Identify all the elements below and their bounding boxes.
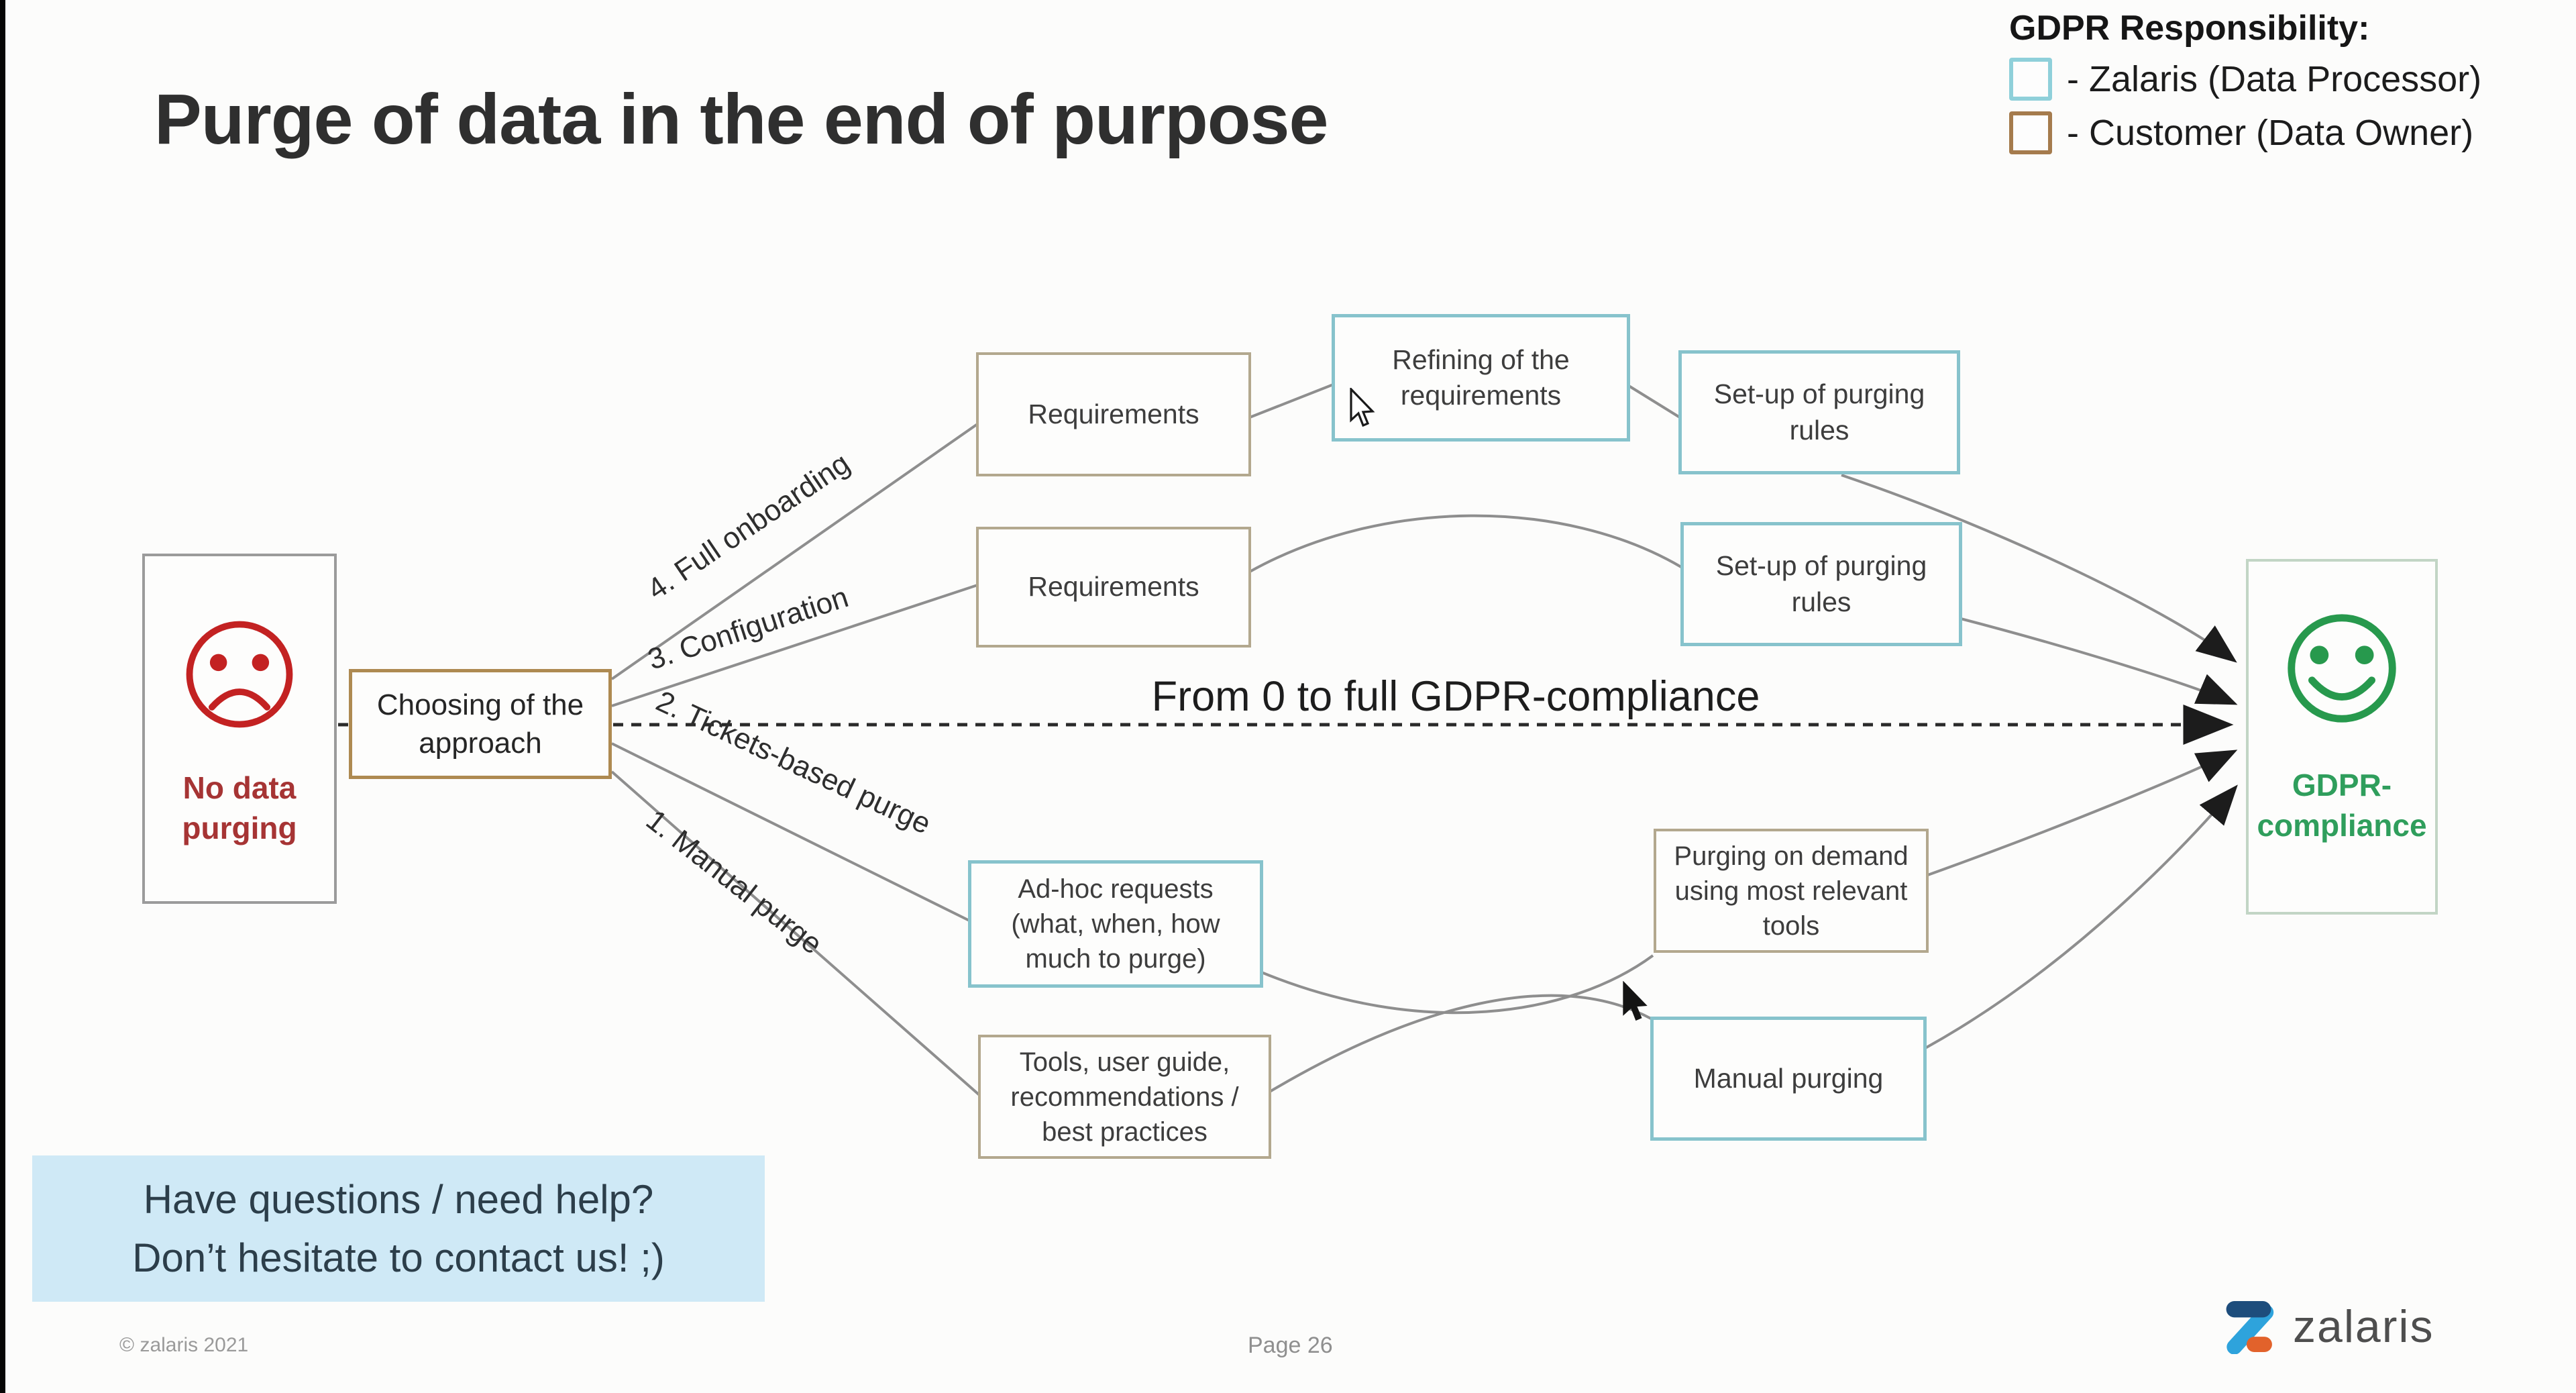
node-label: Manual purging (1693, 1062, 1884, 1094)
link-setup2-goal (1902, 603, 2238, 705)
zalaris-logo-icon (2226, 1301, 2274, 1354)
legend-item-customer: - Customer (Data Owner) (2009, 111, 2481, 154)
flow-line-configuration (611, 584, 978, 707)
screen-edge (0, 0, 5, 1393)
legend-title: GDPR Responsibility: (2009, 9, 2370, 48)
node-no-data-purging: No data purging (142, 554, 337, 904)
legend: GDPR Responsibility: - Zalaris (Data Pro… (2009, 8, 2481, 165)
node-requirements-1: Requirements (976, 352, 1251, 476)
node-tools-user-guide: Tools, user guide, recommendations / bes… (978, 1035, 1271, 1159)
mouse-cursor-outline (1350, 388, 1375, 427)
page-number: Page 26 (1248, 1333, 1333, 1358)
node-gdpr-compliance: GDPR-compliance (2246, 559, 2438, 915)
link-tools-manual (1267, 994, 1652, 1094)
node-requirements-2: Requirements (976, 527, 1251, 648)
legend-item-zalaris: - Zalaris (Data Processor) (2009, 58, 2481, 101)
zalaris-logo-text: zalaris (2293, 1301, 2434, 1352)
node-label: Tools, user guide, recommendations / bes… (1010, 1047, 1239, 1147)
mouse-cursor-black (1623, 981, 1648, 1021)
flow-line-full-onboarding (610, 423, 979, 680)
node-manual-purging: Manual purging (1650, 1017, 1927, 1141)
node-label: Requirements (1028, 571, 1199, 603)
help-line-2: Don’t hesitate to contact us! ;) (132, 1235, 665, 1280)
node-refining-requirements: Refining of the requirements (1332, 314, 1630, 442)
help-banner: Have questions / need help? Don’t hesita… (32, 1155, 765, 1302)
node-label: Ad-hoc requests (what, when, how much to… (1011, 874, 1220, 974)
help-line-1: Have questions / need help? (143, 1177, 654, 1222)
link-req2-setup2 (1249, 514, 1682, 573)
node-label: Set-up of purging rules (1715, 550, 1927, 617)
legend-swatch-customer (2009, 111, 2052, 154)
legend-label-zalaris: - Zalaris (Data Processor) (2067, 59, 2482, 99)
link-req1-refining (1249, 382, 1336, 419)
node-purging-on-demand: Purging on demand using most relevant to… (1654, 829, 1929, 953)
link-adhoc-purging (1259, 954, 1654, 1015)
node-label: Refining of the requirements (1392, 344, 1570, 411)
link-refining-setup1 (1627, 384, 1681, 419)
legend-swatch-zalaris (2009, 58, 2052, 101)
slide-title: Purge of data in the end of purpose (154, 80, 1328, 159)
happy-face-icon (2288, 614, 2396, 723)
link-setup1-goal (1841, 474, 2237, 663)
node-adhoc-requests: Ad-hoc requests (what, when, how much to… (968, 860, 1263, 988)
node-choosing-approach: Choosing of the approach (349, 669, 612, 779)
zalaris-logo: zalaris (2223, 1299, 2434, 1354)
copyright-text: © zalaris 2021 (119, 1334, 249, 1356)
node-setup-purging-rules-1: Set-up of purging rules (1678, 350, 1960, 474)
link-manual-goal (1925, 784, 2238, 1049)
timeline-label: From 0 to full GDPR-compliance (1151, 673, 1760, 720)
legend-label-customer: - Customer (Data Owner) (2067, 113, 2474, 153)
start-label: No data purging (182, 770, 297, 845)
node-label: Requirements (1028, 398, 1199, 429)
node-label: Set-up of purging rules (1713, 378, 1925, 446)
sad-face-icon (186, 621, 293, 728)
goal-label: GDPR-compliance (2257, 768, 2427, 843)
choosing-label: Choosing of the approach (376, 688, 584, 760)
flow-line-tickets (611, 742, 970, 922)
node-setup-purging-rules-2: Set-up of purging rules (1680, 522, 1962, 646)
link-purging-goal (1925, 750, 2238, 877)
node-label: Purging on demand using most relevant to… (1674, 841, 1909, 941)
flow-line-manual (610, 770, 981, 1096)
